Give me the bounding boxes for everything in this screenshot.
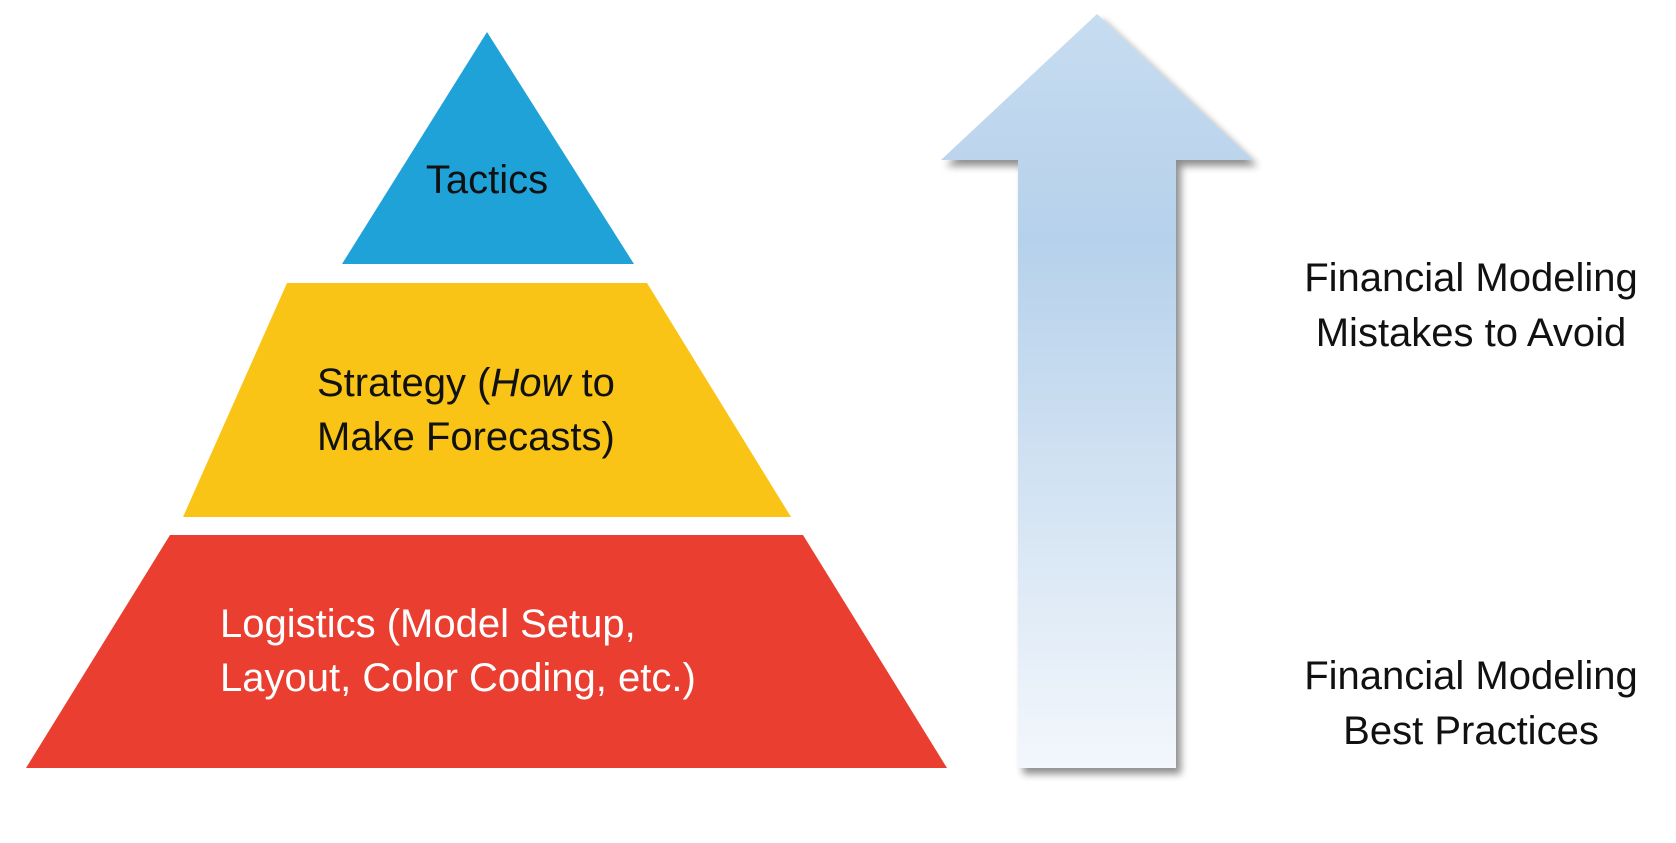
up-arrow-icon: [941, 14, 1253, 768]
best-practices-label-line2: Best Practices: [1343, 709, 1599, 753]
mistakes-label-line1: Financial Modeling: [1304, 256, 1638, 300]
logistics-tier: [26, 535, 947, 768]
best-practices-label-line1: Financial Modeling: [1304, 654, 1638, 698]
tactics-label: Tactics: [425, 158, 549, 202]
best-practices-label: Financial Modeling Best Practices: [1271, 649, 1671, 759]
tactics-tier: [342, 32, 634, 264]
strategy-tier: [183, 283, 791, 517]
strategy-label-line1: Strategy (How to: [317, 361, 615, 405]
strategy-label: Strategy (How to Make Forecasts): [317, 356, 717, 464]
mistakes-to-avoid-label: Financial Modeling Mistakes to Avoid: [1271, 251, 1671, 361]
strategy-label-line2: Make Forecasts): [317, 415, 615, 459]
logistics-label-line1: Logistics (Model Setup,: [220, 602, 636, 646]
logistics-label-line2: Layout, Color Coding, etc.): [220, 656, 696, 700]
mistakes-label-line2: Mistakes to Avoid: [1315, 311, 1627, 355]
logistics-label: Logistics (Model Setup, Layout, Color Co…: [220, 597, 820, 705]
